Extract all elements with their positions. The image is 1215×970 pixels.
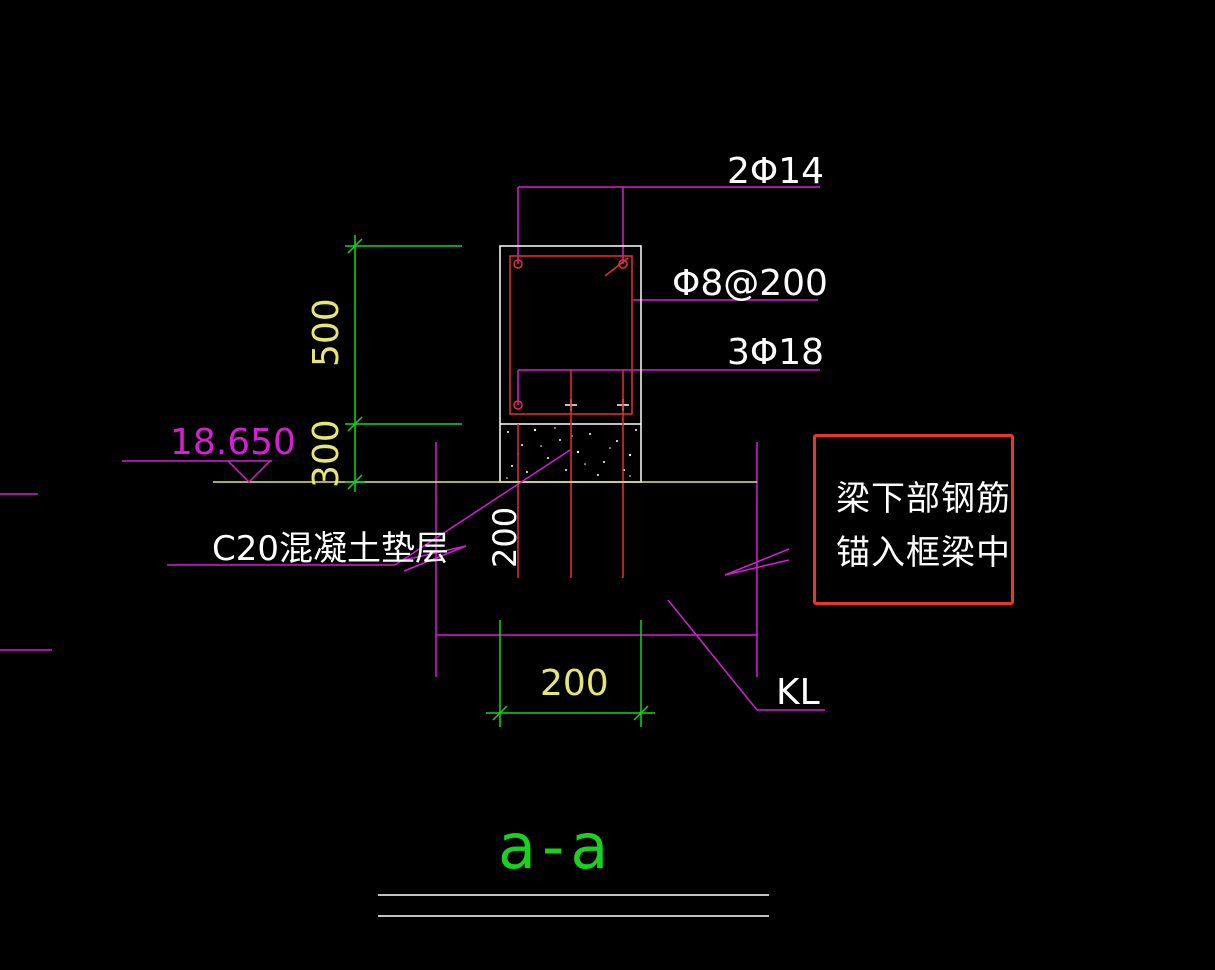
- kl-beam-outline: [403, 442, 790, 677]
- anchor-rebars: [517, 370, 624, 578]
- dim-200-vertical-label: 200: [486, 507, 524, 568]
- annotation-note-box: 梁下部钢筋 锚入框梁中: [813, 434, 1014, 605]
- vertical-dimension: [345, 235, 462, 492]
- section-title-underline: [378, 894, 769, 917]
- dim-200-horizontal-label: 200: [540, 663, 609, 704]
- left-edge-lines: [0, 493, 52, 651]
- elevation-marker: [122, 460, 272, 484]
- note-line-2: 锚入框梁中: [836, 533, 1011, 573]
- top-rebar-dots: [513, 259, 628, 269]
- bottom-rebar-label: 3Φ18: [727, 332, 824, 373]
- top-rebar-leader: [517, 186, 820, 264]
- kl-leader: [667, 599, 825, 711]
- top-rebar-label: 2Φ14: [727, 151, 824, 192]
- note-line-1: 梁下部钢筋: [836, 479, 1011, 519]
- horizontal-dimension: [486, 620, 655, 727]
- stirrup-label: Φ8@200: [672, 263, 828, 304]
- section-title: a-a: [498, 810, 614, 883]
- bottom-rebar-leader: [517, 369, 820, 405]
- elevation-label: 18.650: [170, 422, 296, 463]
- kl-label: KL: [776, 672, 820, 713]
- dim-300-label: 300: [306, 419, 347, 488]
- stirrup-hook: [604, 257, 629, 277]
- pad-leader: [167, 449, 571, 566]
- dim-500-label: 500: [306, 298, 347, 367]
- pad-layer-label: C20混凝土垫层: [212, 529, 449, 569]
